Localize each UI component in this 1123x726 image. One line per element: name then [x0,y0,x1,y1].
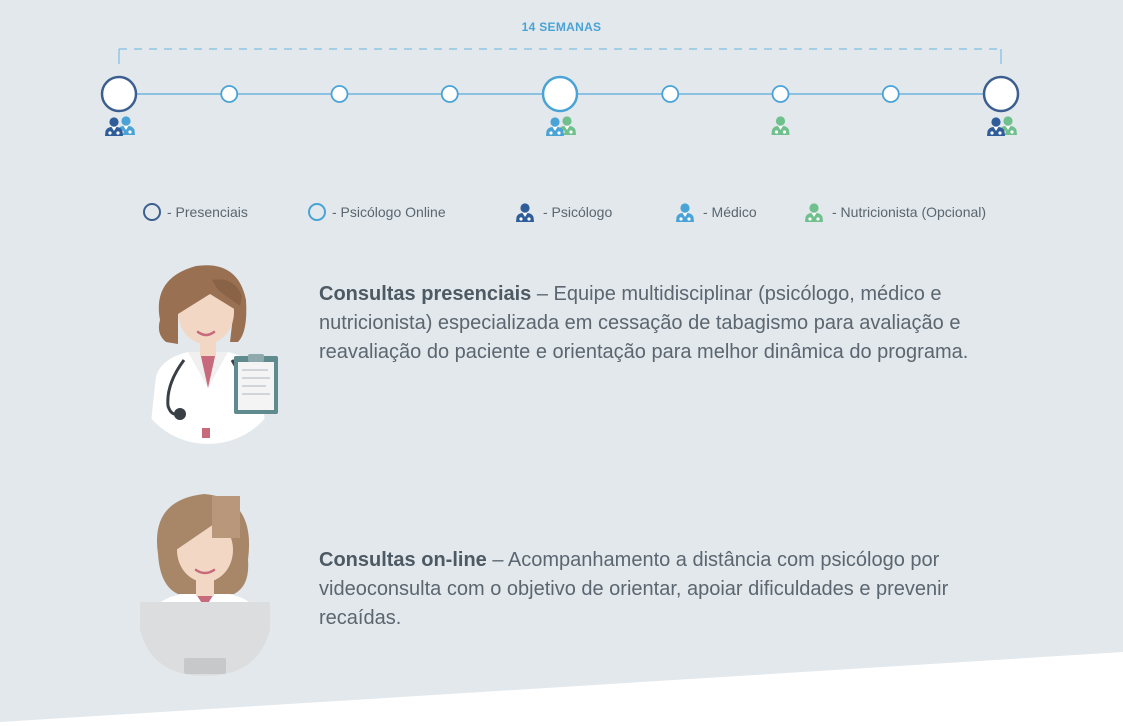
legend-psicologo: - Psicólogo [513,200,612,224]
online-node [771,85,790,103]
legend-presenciais: - Presenciais [143,200,248,224]
legend-psicologo-online: - Psicólogo Online [308,200,446,224]
presencial-circle-icon [143,203,161,221]
online-circle-icon [308,203,326,221]
legend-nutricionista: - Nutricionista (Opcional) [802,200,986,224]
section-online-text: – Acompanhamento a distância com psicólo… [319,549,949,629]
node-professionals-icon [546,116,576,136]
section-presencial-text: – Equipe multidisciplinar (psicólogo, mé… [319,283,969,363]
online-consultation-illustration [138,494,273,676]
nutricionista-icon [805,203,823,222]
online-node [661,85,680,103]
presencial-node [100,75,138,113]
section-online-title: Consultas on-line [319,549,487,571]
section-presencial: Consultas presenciais – Equipe multidisc… [319,280,1019,367]
legend-presenciais-label: - Presenciais [167,204,248,220]
section-online: Consultas on-line – Acompanhamento a dis… [319,546,1019,633]
duration-bracket [118,48,1002,64]
online-node [881,85,900,103]
legend-psicologo-online-label: - Psicólogo Online [332,204,446,220]
node-professionals-icon [987,116,1017,136]
legend-medico: - Médico [673,200,757,224]
timeline [100,48,1020,136]
online-node [440,85,459,103]
doctor-clipboard-illustration [138,265,284,444]
legend-psicologo-label: - Psicólogo [543,204,613,220]
legend-medico-label: - Médico [703,204,757,220]
duration-label: 14 SEMANAS [521,20,602,34]
psicologo-icon [516,203,534,222]
presencial-node [541,75,579,113]
legend-nutricionista-label: - Nutricionista (Opcional) [832,204,987,220]
online-node [220,85,239,103]
presencial-node [982,75,1020,113]
node-professionals-icon [105,116,135,136]
medico-icon [676,203,694,222]
section-presencial-title: Consultas presenciais [319,283,532,305]
online-node [330,85,349,103]
node-professionals-icon [771,116,790,135]
